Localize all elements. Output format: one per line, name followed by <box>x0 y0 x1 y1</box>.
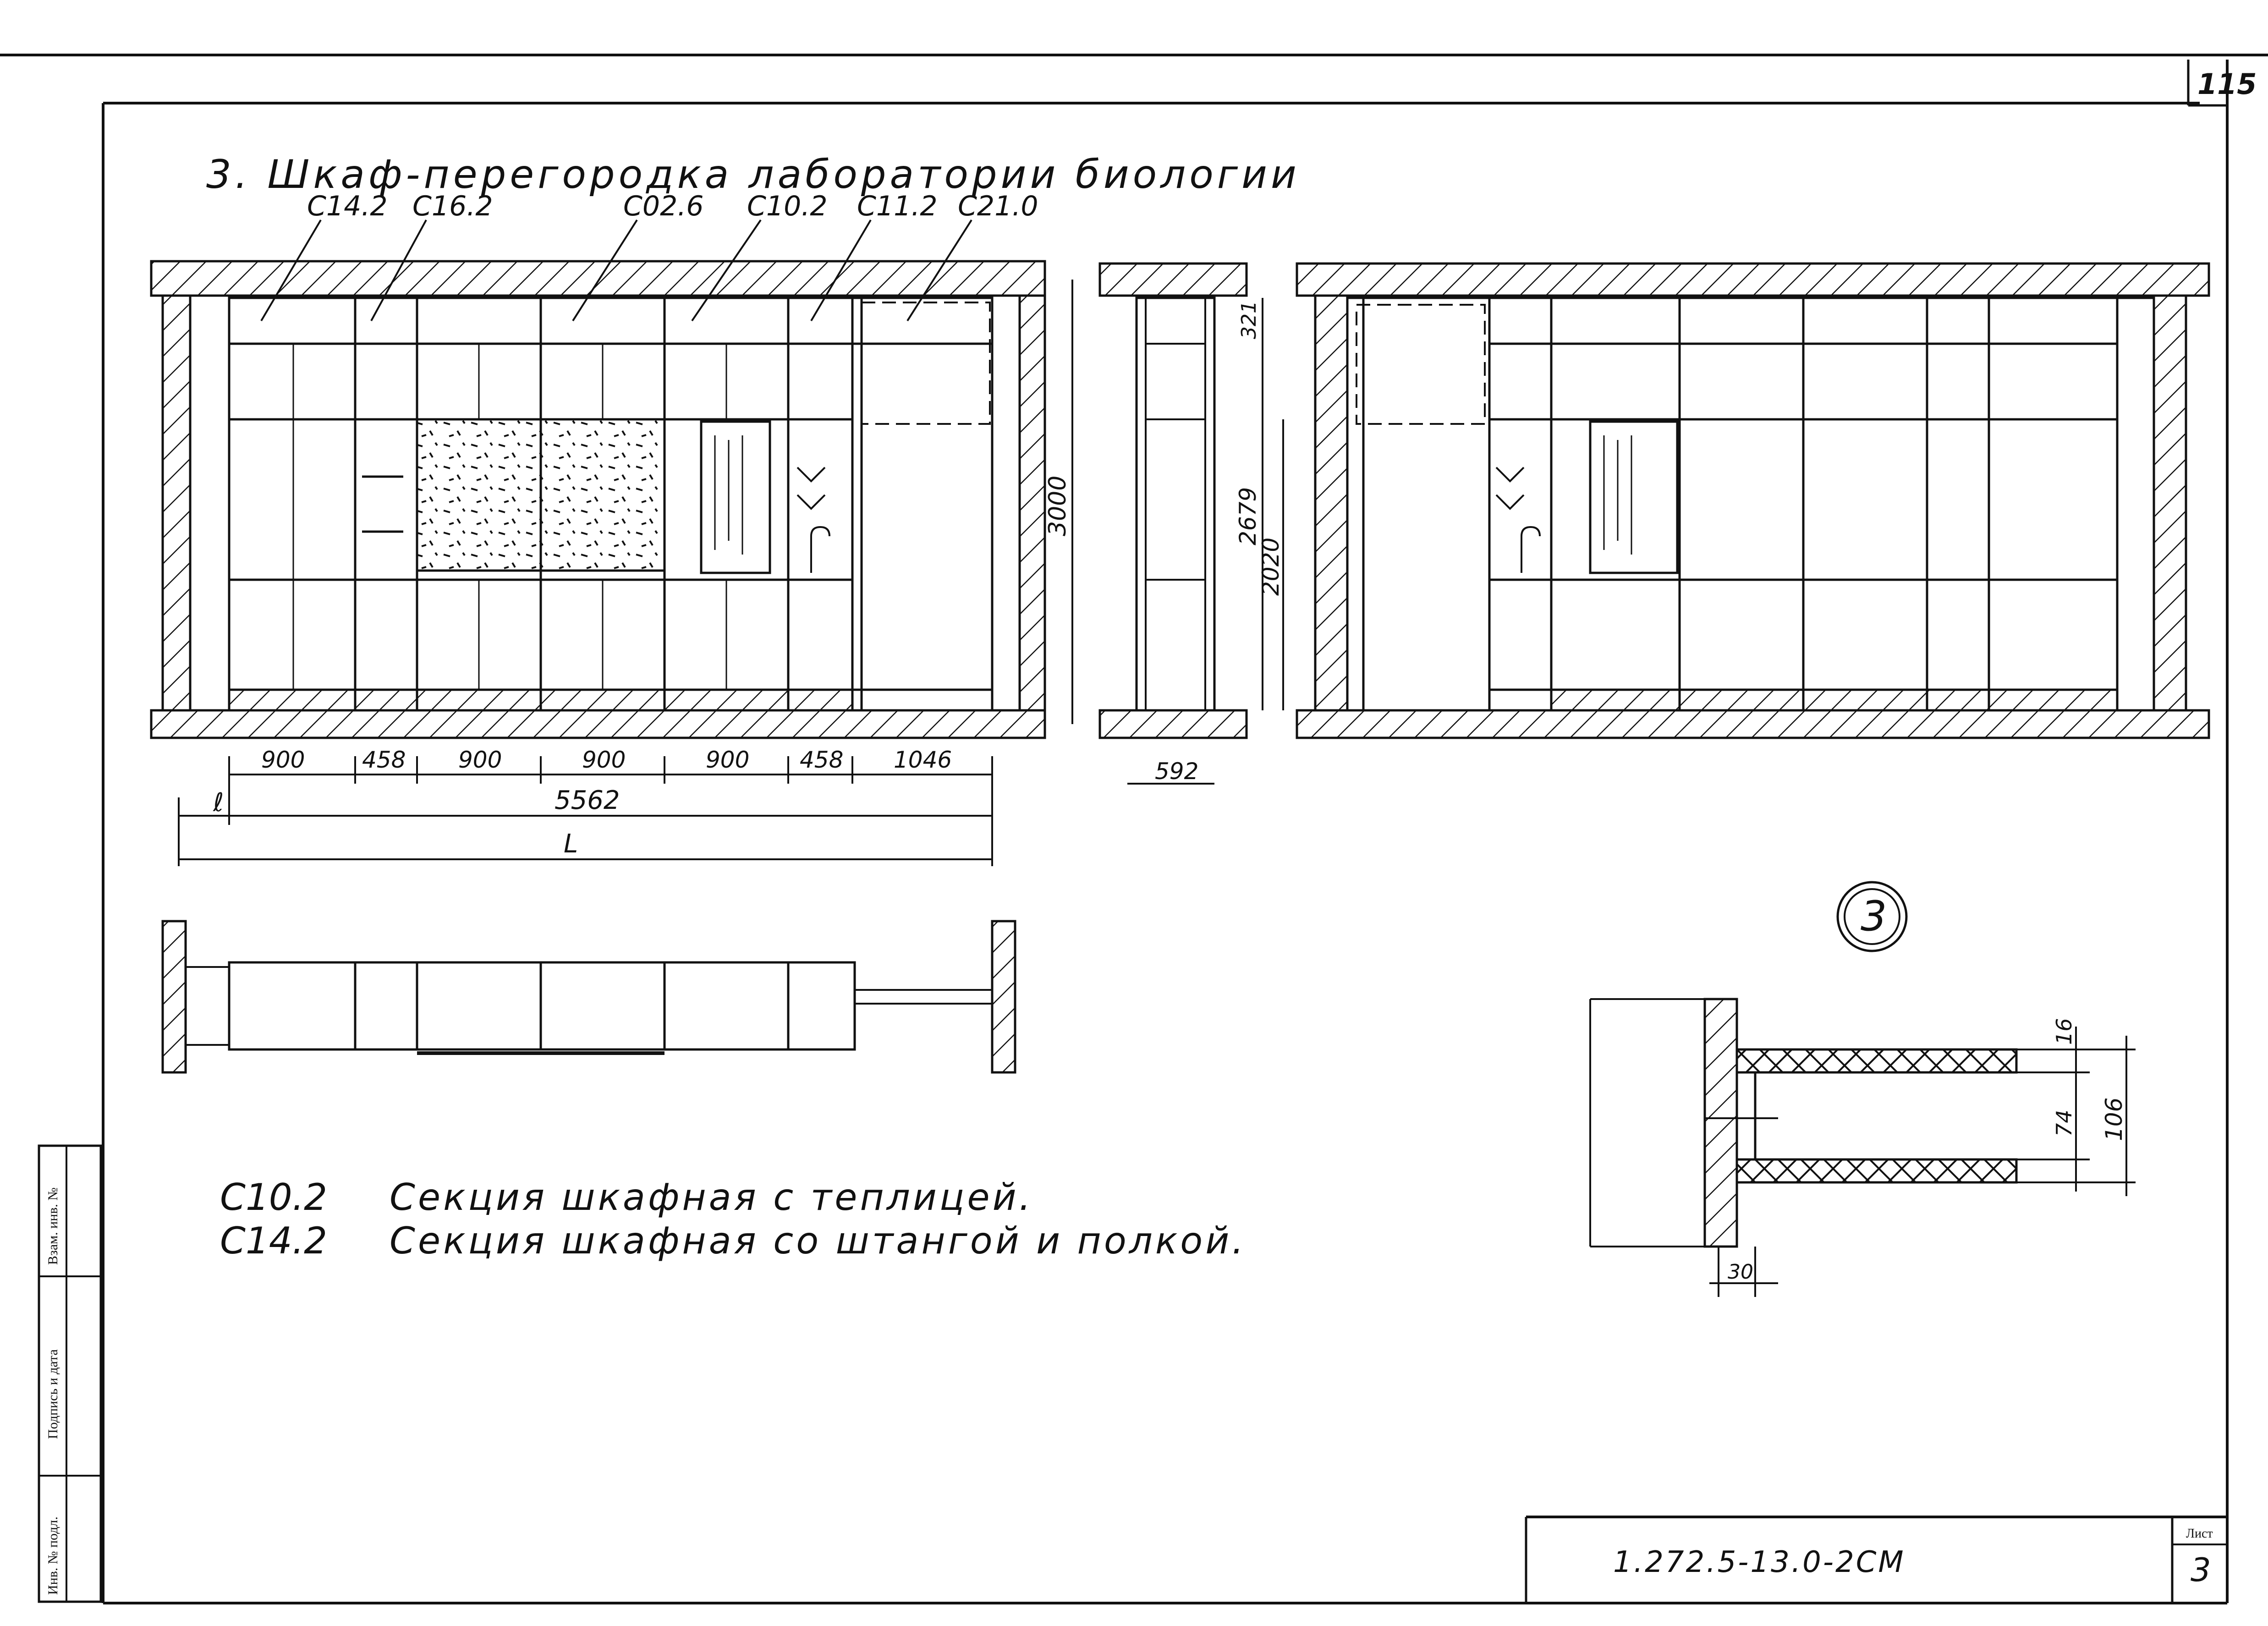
dim-2679: 2679 <box>1235 487 1261 545</box>
rear-elevation <box>1296 262 2210 739</box>
dim-74: 74 <box>2052 1110 2076 1137</box>
dim-l-small: ℓ <box>213 788 224 818</box>
legend-code: С14.2 <box>220 1220 327 1262</box>
dim-width: 900 <box>458 747 502 773</box>
side-section: 321 2679 2020 592 <box>1098 262 1284 785</box>
dim-592: 592 <box>1155 758 1198 785</box>
dim-3000: 3000 <box>1044 476 1071 536</box>
stamp-inv-podl: Инв. № подл. <box>45 1516 60 1595</box>
callout-number: 3 <box>1861 892 1887 940</box>
sheet-label: Лист <box>2186 1527 2213 1541</box>
stamp-vzam: Взам. инв. № <box>45 1187 60 1265</box>
dim-106: 106 <box>2101 1098 2127 1141</box>
section-label: С21.0 <box>958 190 1038 222</box>
section-label: С14.2 <box>307 190 388 222</box>
dim-total: 5562 <box>555 786 620 815</box>
front-elevation <box>150 260 1046 739</box>
front-dimensions: 900 458 900 900 900 458 1046 5562 ℓ L <box>178 747 993 866</box>
dim-321: 321 <box>1237 301 1261 339</box>
dim-30: 30 <box>1728 1260 1753 1284</box>
dim-width: 458 <box>362 747 406 773</box>
approval-stamp: Взам. инв. № Подпись и дата Инв. № подл. <box>38 1144 102 1603</box>
doc-code: 1.272.5-13.0-2СМ <box>1613 1545 1906 1579</box>
section-label: С11.2 <box>857 190 938 222</box>
dim-width: 458 <box>800 747 843 773</box>
plan-view <box>161 920 1016 1074</box>
dim-width: 900 <box>582 747 626 773</box>
drawing-title: 3. Шкаф-перегородка лаборатории биологии <box>206 152 1300 198</box>
dim-2020: 2020 <box>1258 538 1284 596</box>
dim-16: 16 <box>2052 1018 2076 1045</box>
sheet-frame <box>0 54 2268 1604</box>
title-block: 1.272.5-13.0-2СМ Лист 3 <box>1525 1516 2227 1603</box>
legend-text: Секция шкафная со штангой и полкой. <box>390 1220 1247 1262</box>
detail-callout: 3 <box>1836 881 1908 952</box>
section-labels: С14.2 С16.2 С02.6 С10.2 С11.2 С21.0 <box>260 190 1038 322</box>
page-number: 115 <box>2197 67 2257 101</box>
legend-code: С10.2 <box>220 1176 327 1219</box>
legend-text: Секция шкафная с теплицей. <box>390 1176 1033 1219</box>
height-dimension-3000: 3000 <box>1044 280 1073 724</box>
dim-width: 900 <box>261 747 305 773</box>
legend: С10.2 Секция шкафная с теплицей. С14.2 С… <box>220 1176 1247 1262</box>
dim-width: 900 <box>706 747 749 773</box>
joint-detail: 16 74 106 30 <box>1589 998 2136 1297</box>
sheet-number: 3 <box>2191 1551 2211 1589</box>
dim-width: 1046 <box>894 747 952 773</box>
section-label: С02.6 <box>623 190 704 222</box>
dim-L-big: L <box>564 829 578 859</box>
section-label: С10.2 <box>747 190 828 222</box>
stamp-podpis: Подпись и дата <box>45 1349 60 1439</box>
section-label: С16.2 <box>412 190 493 222</box>
